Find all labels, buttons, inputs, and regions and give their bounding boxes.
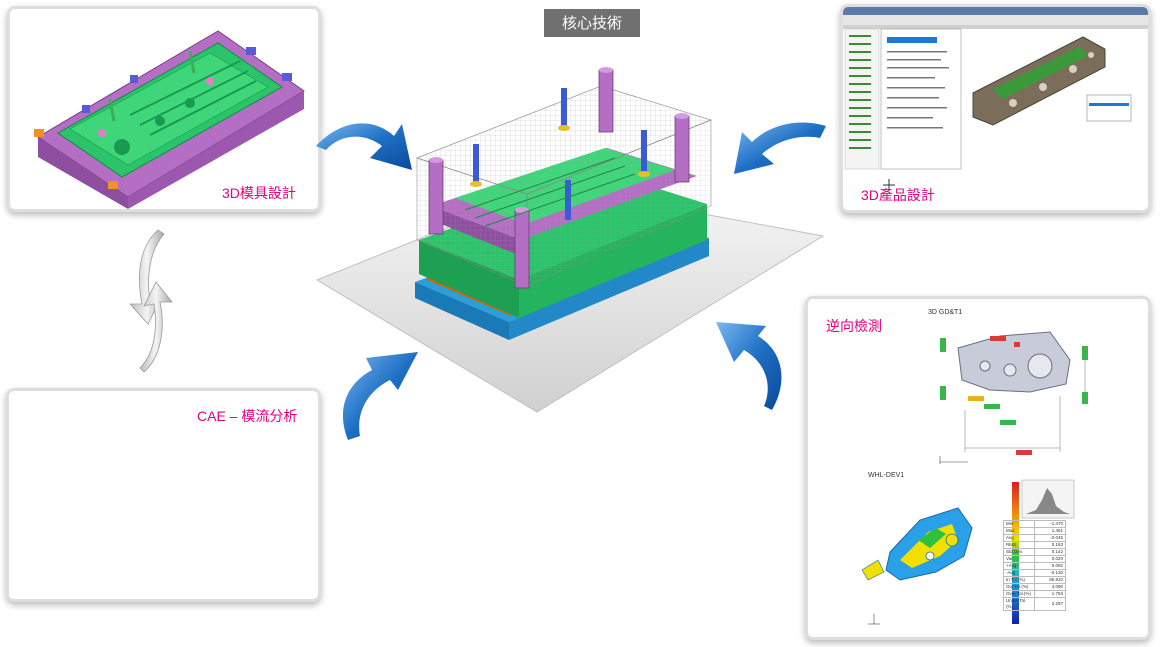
stats-row: -Avg-0.130 (1003, 569, 1066, 577)
stats-value: 4.090 (1034, 583, 1066, 591)
product-design-label: 3D產品設計 (861, 187, 935, 203)
stats-name: Var. (1003, 555, 1035, 563)
stats-value: 0.020 (1034, 555, 1066, 563)
stats-value: 2.297 (1034, 597, 1066, 611)
page-title: 核心技術 (544, 9, 640, 37)
gdt-caption: 3D GD&T1 (928, 309, 963, 316)
panel-mold-design: 3D模具設計 (7, 6, 321, 212)
stats-value: -0.045 (1034, 534, 1066, 542)
stats-row: Avg-0.045 (1003, 534, 1066, 542)
stats-name: Std.Dev. (1003, 548, 1035, 556)
stats-row: Min-1.470 (1003, 520, 1066, 528)
stats-row: Under Tol.(%)2.297 (1003, 597, 1066, 611)
panel-product-design: 3D產品設計 (840, 4, 1151, 213)
stats-name: Over Tol.(%) (1003, 590, 1035, 598)
mold-plate-illustration (34, 30, 305, 209)
cycle-arrows-icon (129, 229, 173, 373)
stats-row: Over Tol.(%)1.793 (1003, 590, 1066, 598)
deviation-caption: WHL-DEV1 (868, 472, 905, 479)
stats-name: Under Tol.(%) (1003, 597, 1035, 611)
stats-row: In Tol.(%)95.910 (1003, 576, 1066, 584)
stats-value: 0.142 (1034, 548, 1066, 556)
stats-name: -Avg (1003, 569, 1035, 577)
stats-value: -1.470 (1034, 520, 1066, 528)
stats-value: 0.153 (1034, 541, 1066, 549)
stats-name: Out Tol.(%) (1003, 583, 1035, 591)
stats-name: Avg (1003, 534, 1035, 542)
stats-row: Out Tol.(%)4.090 (1003, 583, 1066, 591)
stats-value: -0.130 (1034, 569, 1066, 577)
panel-cae: CAE – 模流分析 (6, 388, 321, 602)
stats-value: 1.793 (1034, 590, 1066, 598)
cae-label: CAE – 模流分析 (197, 408, 298, 424)
cad-software-screenshot (843, 7, 1148, 191)
stats-name: RMS (1003, 541, 1035, 549)
stats-value: 95.910 (1034, 576, 1066, 584)
mold-design-label: 3D模具設計 (222, 185, 296, 201)
stats-name: In Tol.(%) (1003, 576, 1035, 584)
stats-value: 1.461 (1034, 527, 1066, 535)
stats-name: Min (1003, 520, 1035, 528)
center-mold-assembly (315, 67, 825, 413)
stats-name: Max (1003, 527, 1035, 535)
stats-value: 0.092 (1034, 562, 1066, 570)
stats-row: Var.0.020 (1003, 555, 1066, 563)
stats-row: Std.Dev.0.142 (1003, 548, 1066, 556)
panel-reverse-inspection (805, 296, 1151, 640)
reverse-inspection-label: 逆向檢測 (826, 318, 882, 334)
stats-name: +Avg (1003, 562, 1035, 570)
